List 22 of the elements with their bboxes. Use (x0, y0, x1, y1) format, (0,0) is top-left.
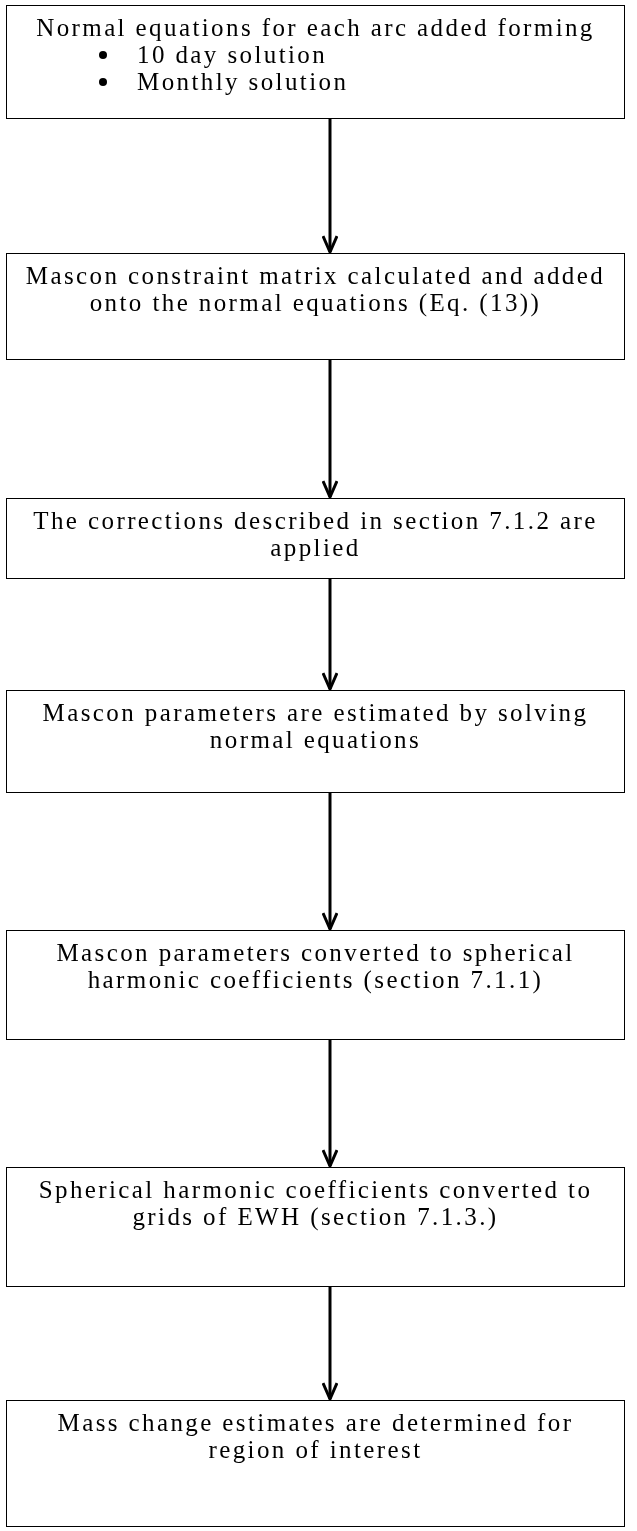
arrow (321, 1040, 339, 1168)
arrow (321, 119, 339, 254)
bullet-item: 10 day solution (137, 41, 328, 68)
step-text: Mascon parameters are estimated by solving normal equations (41, 699, 590, 753)
arrow (321, 1287, 339, 1401)
step-text: Mascon constraint matrix calculated and added onto the normal equations (Eq. (13)) (24, 262, 607, 316)
process-box (6, 690, 625, 793)
arrow (321, 579, 339, 691)
process-box (6, 1167, 625, 1287)
step-text: Mascon parameters converted to spherical harmonic coefficients (section 7.1.1) (55, 939, 576, 993)
step-text: Spherical harmonic coefficients converted to grids of EWH (section 7.1.3.) (37, 1176, 594, 1230)
step-text: Mass change estimates are determined for region of interest (56, 1409, 575, 1463)
process-box (6, 930, 625, 1040)
step-text: Normal equations for each arc added forming (35, 14, 596, 41)
arrow (321, 360, 339, 499)
process-box (6, 1400, 625, 1527)
process-box (6, 498, 625, 579)
bullet-item: Monthly solution (137, 68, 349, 95)
arrow (321, 793, 339, 931)
step-text: The corrections described in section 7.1.2 are applied (32, 507, 599, 561)
process-box (6, 5, 625, 119)
process-box (6, 253, 625, 360)
